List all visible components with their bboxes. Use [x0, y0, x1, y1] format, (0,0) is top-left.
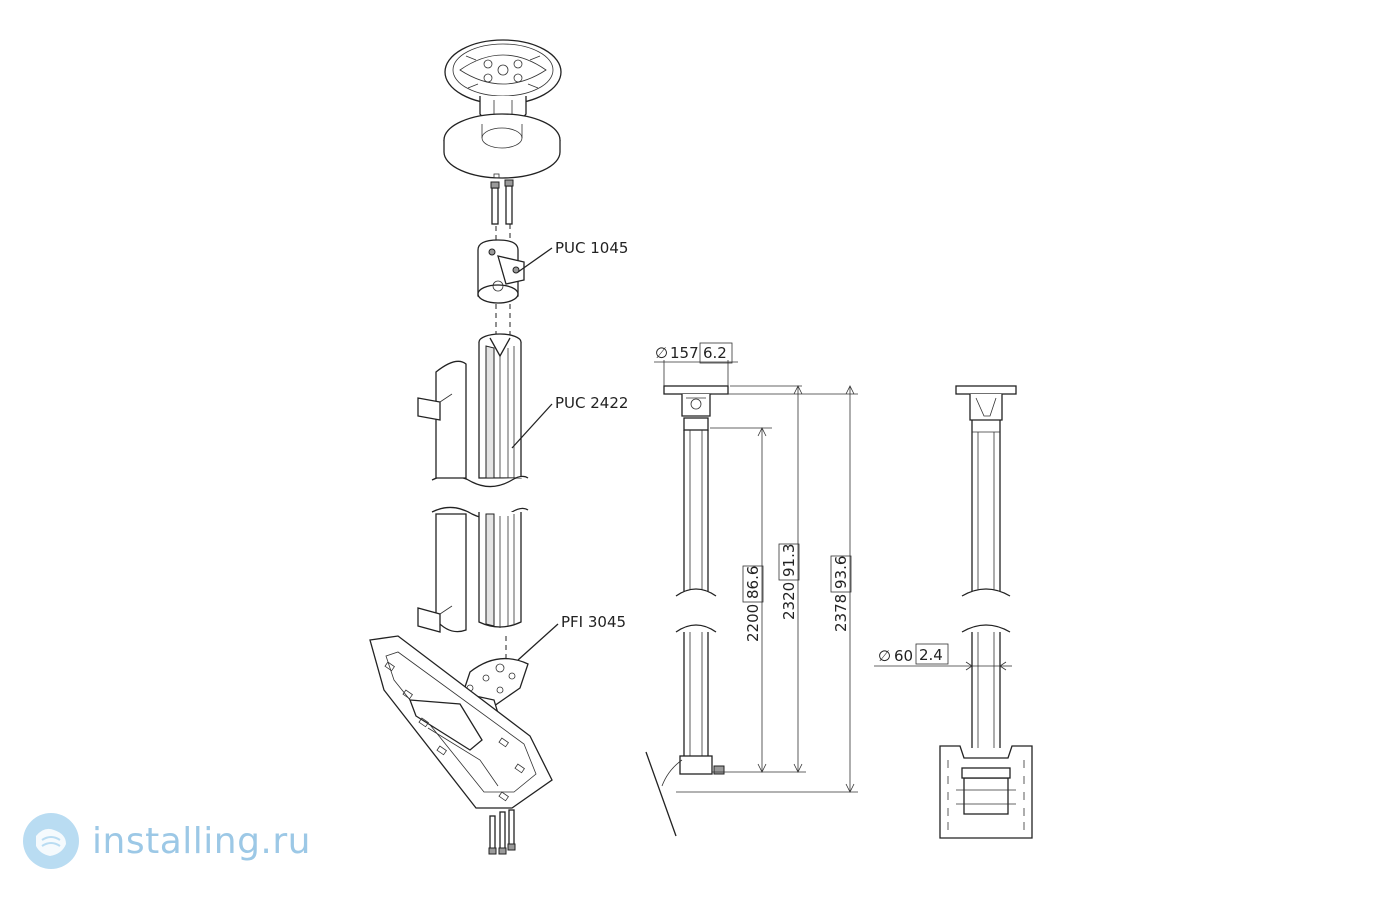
exploded-view: PUC 1045 PUC 2422 PFI 3045 — [369, 39, 628, 855]
puc2422-leader — [511, 403, 553, 449]
h2-mm: 2320 — [780, 582, 798, 620]
puc1045-leader — [517, 247, 553, 273]
globe-leaf-logo-icon — [23, 813, 79, 869]
side-view — [645, 385, 729, 837]
diameter-symbol: ∅ — [655, 344, 668, 362]
pole-diameter-mm: 60 — [894, 647, 913, 665]
pfi3045-label: PFI 3045 — [561, 613, 626, 631]
pfi3045-leader — [517, 623, 559, 661]
watermark-text: installing.ru — [92, 820, 311, 862]
cover-ring — [443, 113, 561, 179]
pole-diameter-in: 2.4 — [919, 646, 943, 664]
h2-in: 91.3 — [780, 544, 798, 577]
puc1045-label: PUC 1045 — [555, 239, 628, 257]
side-ceiling-plate — [663, 385, 729, 395]
h1-mm: 2200 — [744, 604, 762, 642]
puc2422-label: PUC 2422 — [555, 394, 628, 412]
h3-in: 93.6 — [832, 556, 850, 589]
vesa-plate — [369, 635, 553, 809]
watermark: installing.ru — [22, 806, 314, 876]
bottom-bolts — [488, 809, 516, 855]
puc1045-connector — [477, 239, 525, 304]
h3-mm: 2378 — [832, 594, 850, 632]
top-bolts — [490, 173, 514, 225]
plate-diameter-dim: ∅ 157 6.2 — [654, 342, 738, 386]
front-view — [939, 385, 1033, 839]
puc2422-pole-upper — [478, 333, 522, 479]
plate-diameter-in: 6.2 — [703, 344, 727, 362]
height-dimensions: 2200 86.6 2320 91.3 2378 93.6 — [676, 385, 858, 793]
pole-cover-shell — [417, 360, 467, 633]
puc2422-pole-lower — [478, 512, 522, 628]
h1-in: 86.6 — [744, 566, 762, 599]
plate-diameter-mm: 157 — [670, 344, 699, 362]
ceiling-plate — [444, 39, 562, 127]
diameter-symbol-2: ∅ — [878, 647, 891, 665]
pole-diameter-dim: ∅ 60 2.4 — [874, 643, 1012, 671]
